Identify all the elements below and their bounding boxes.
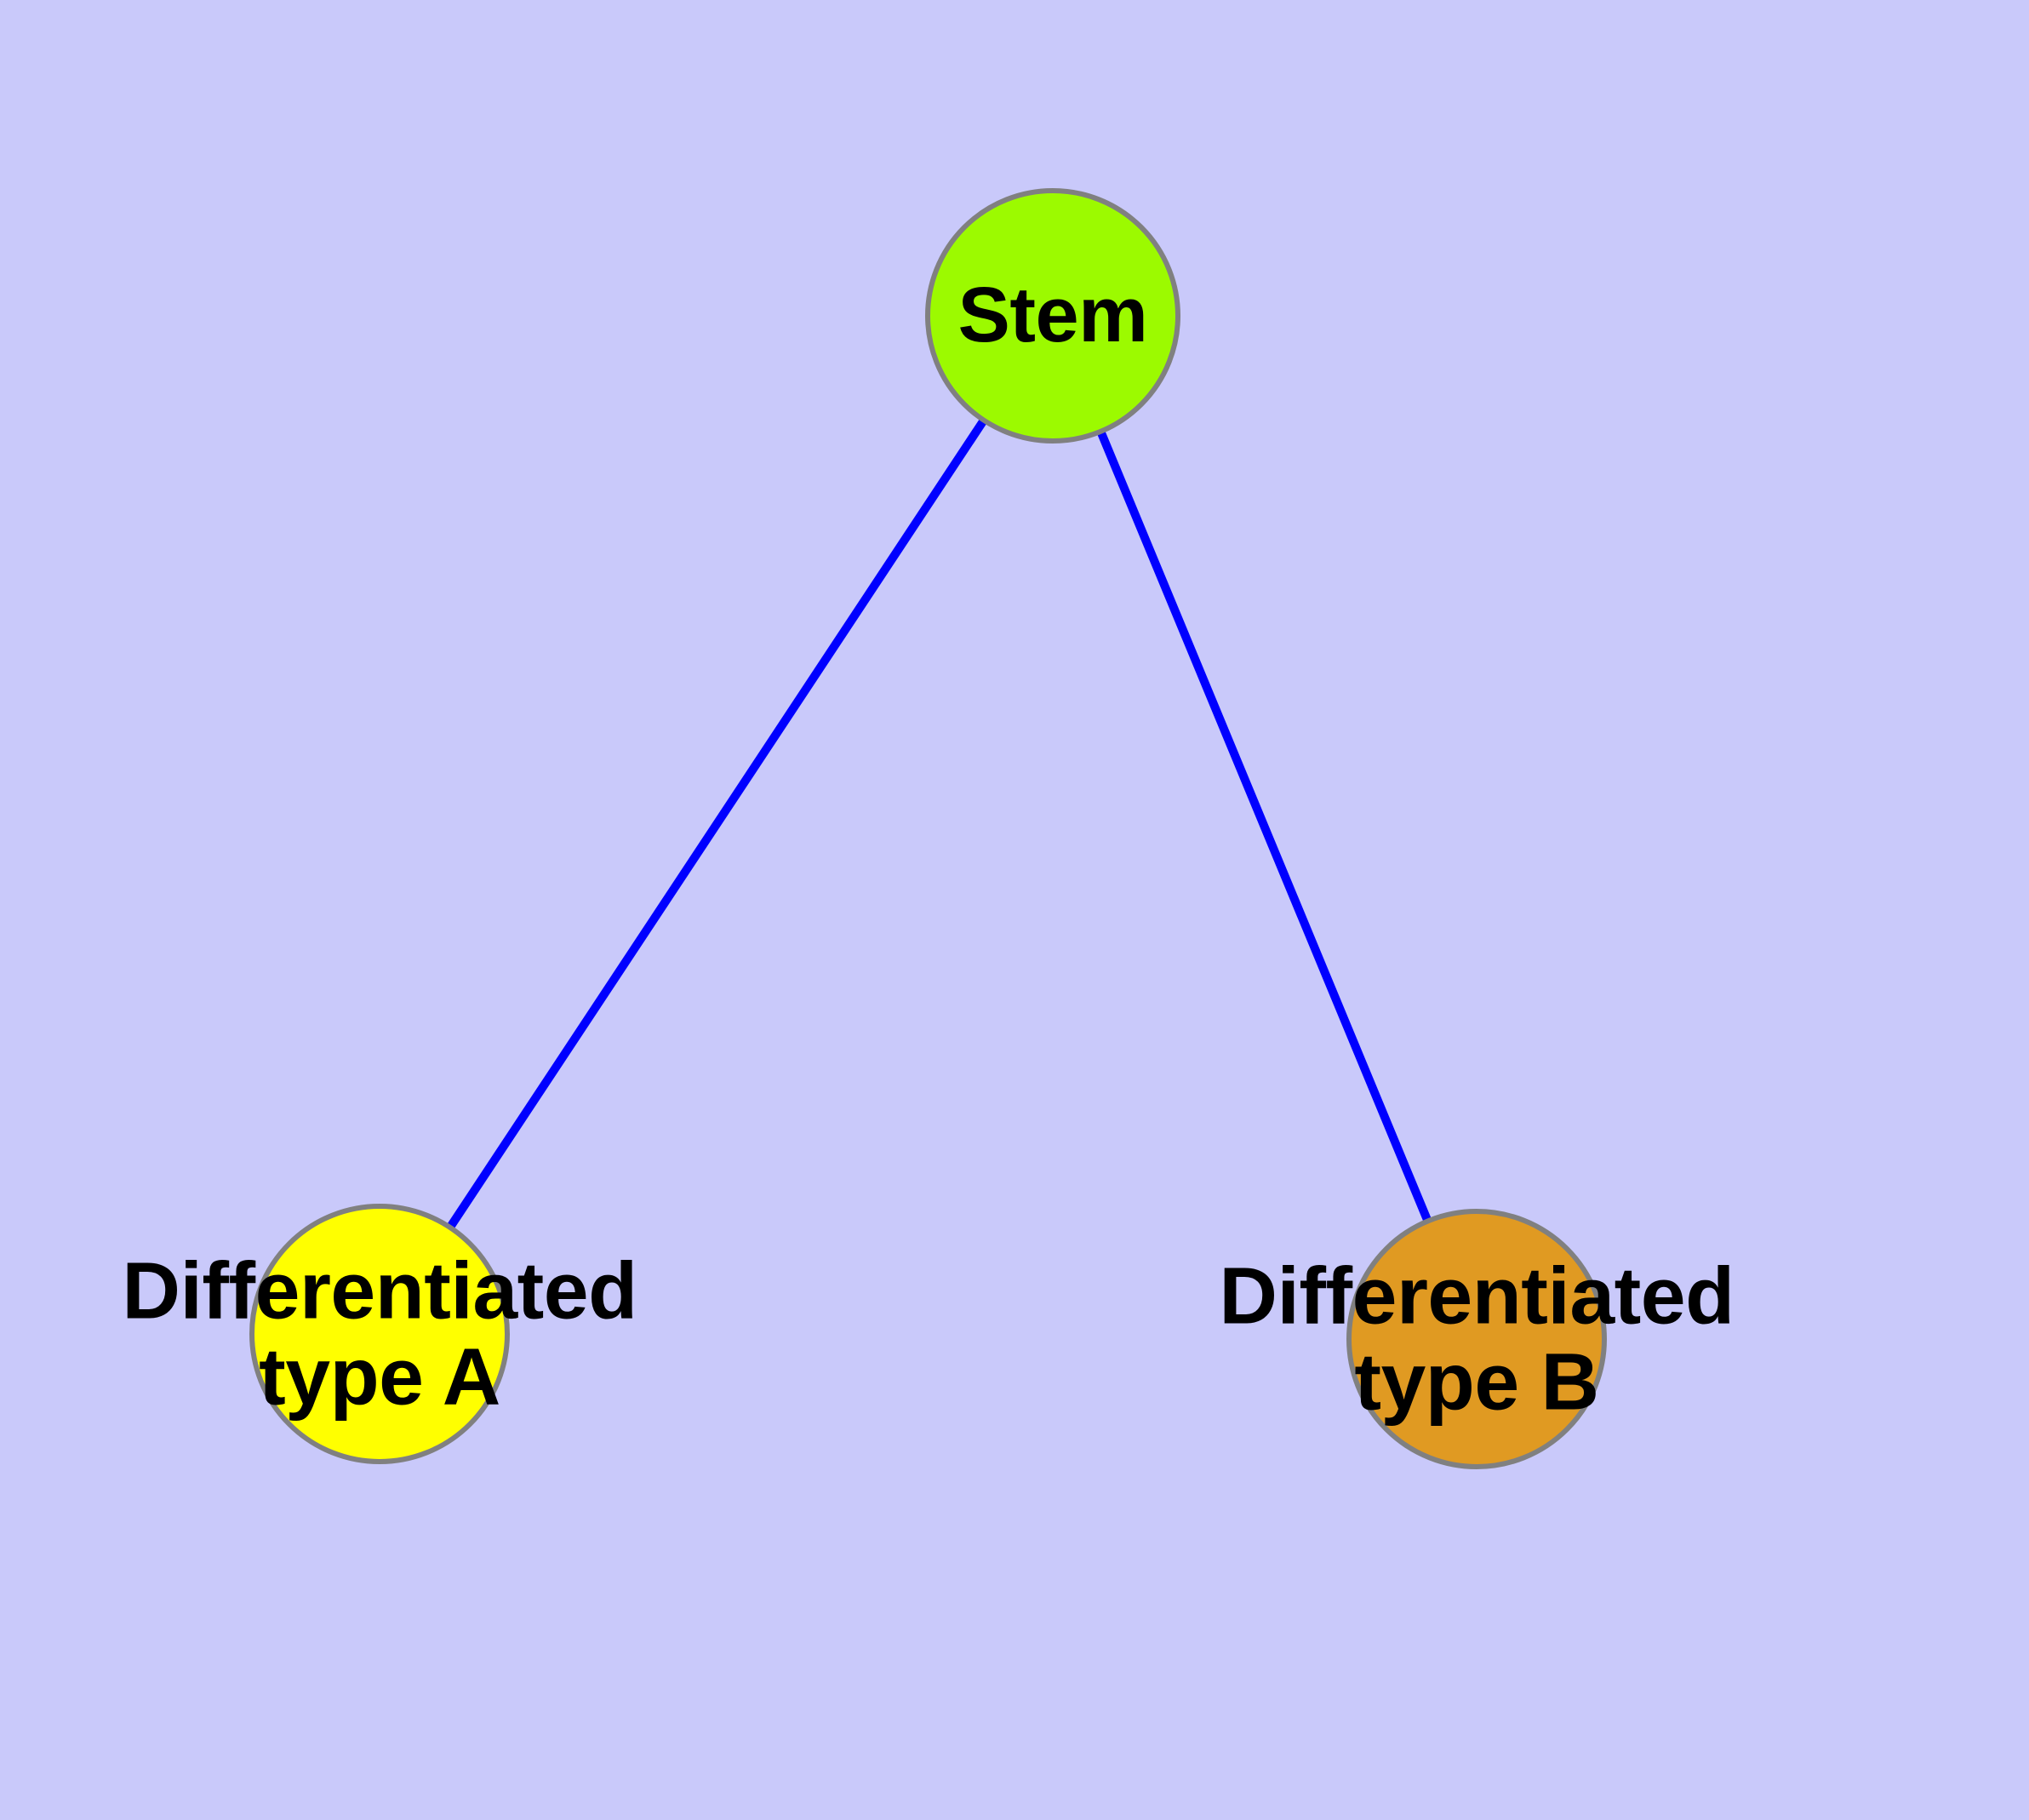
graph-node-diff_b[interactable] xyxy=(1346,1209,1607,1469)
graph-node-stem[interactable] xyxy=(925,188,1180,444)
edge-layer xyxy=(446,417,1432,1230)
graph-edge[interactable] xyxy=(1096,429,1432,1223)
graph-edge[interactable] xyxy=(446,417,988,1230)
node-layer xyxy=(249,188,1607,1469)
graph-node-diff_a[interactable] xyxy=(249,1204,510,1464)
